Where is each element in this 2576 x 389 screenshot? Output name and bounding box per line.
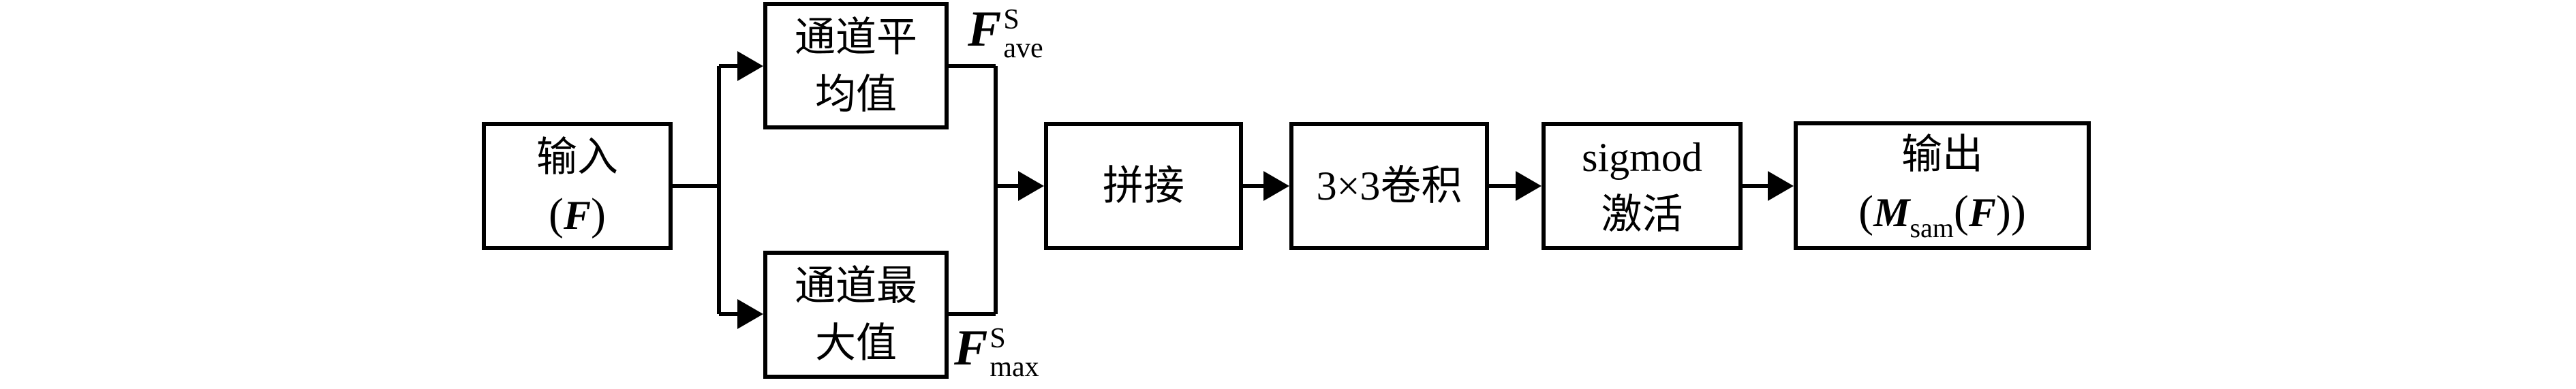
node-input-formula: (F)	[549, 186, 606, 244]
math-sup-S: S	[990, 323, 1006, 354]
node-output: 输出 (Msam(F))	[1794, 121, 2091, 250]
node-channel-max: 通道最 大值	[763, 251, 949, 379]
paren-inner-open: (	[1953, 186, 1969, 236]
node-sigmoid-activation-line1: sigmod	[1582, 135, 1702, 180]
paren-close: )	[591, 189, 606, 239]
math-var-F: F	[1968, 189, 1996, 235]
paren-open: (	[549, 189, 564, 239]
arrowhead-to-average	[737, 51, 763, 81]
node-concat-label: 拼接	[1103, 164, 1184, 208]
paren-inner-close: )	[1995, 186, 2011, 236]
supsub-stack: S ave	[1003, 5, 1043, 63]
math-var-M: M	[1873, 189, 1910, 235]
node-channel-average: 通道平 均值	[763, 2, 949, 129]
node-sigmoid-activation: sigmod 激活	[1542, 122, 1743, 250]
node-conv-3x3: 3×3卷积	[1289, 122, 1489, 250]
label-f-s-ave: F S ave	[968, 4, 1043, 63]
node-output-formula: (Msam(F))	[1858, 183, 2026, 246]
node-output-title: 输出	[1901, 131, 1983, 177]
arrowhead-to-max	[737, 299, 763, 329]
node-channel-average-line2: 均值	[815, 72, 897, 117]
arrowhead-to-output	[1768, 171, 1794, 201]
arrowhead-to-concat	[1018, 171, 1044, 201]
node-channel-max-line1: 通道最	[795, 264, 917, 309]
paren-open: (	[1858, 186, 1874, 236]
math-var-F: F	[954, 320, 988, 376]
node-sigmoid-activation-line2: 激活	[1601, 192, 1683, 237]
math-var-F: F	[968, 1, 1002, 57]
math-sup-S: S	[1003, 4, 1019, 35]
node-channel-average-line1: 通道平	[795, 14, 917, 60]
node-channel-max-line2: 大值	[815, 321, 897, 366]
label-f-s-max: F S max	[954, 323, 1039, 382]
supsub-stack: S max	[990, 324, 1039, 382]
node-concat: 拼接	[1044, 122, 1243, 250]
node-input: 输入 (F)	[482, 122, 673, 250]
node-conv-3x3-label: 3×3卷积	[1316, 164, 1462, 208]
paren-close: )	[2010, 186, 2026, 236]
node-input-title: 输入	[536, 134, 618, 180]
arrowhead-to-conv	[1263, 171, 1289, 201]
math-sub-ave: ave	[1003, 33, 1043, 64]
arrowhead-to-activation	[1516, 171, 1542, 201]
math-var-F: F	[563, 192, 592, 238]
math-sub-max: max	[990, 352, 1039, 383]
math-sub-sam: sam	[1910, 212, 1954, 243]
